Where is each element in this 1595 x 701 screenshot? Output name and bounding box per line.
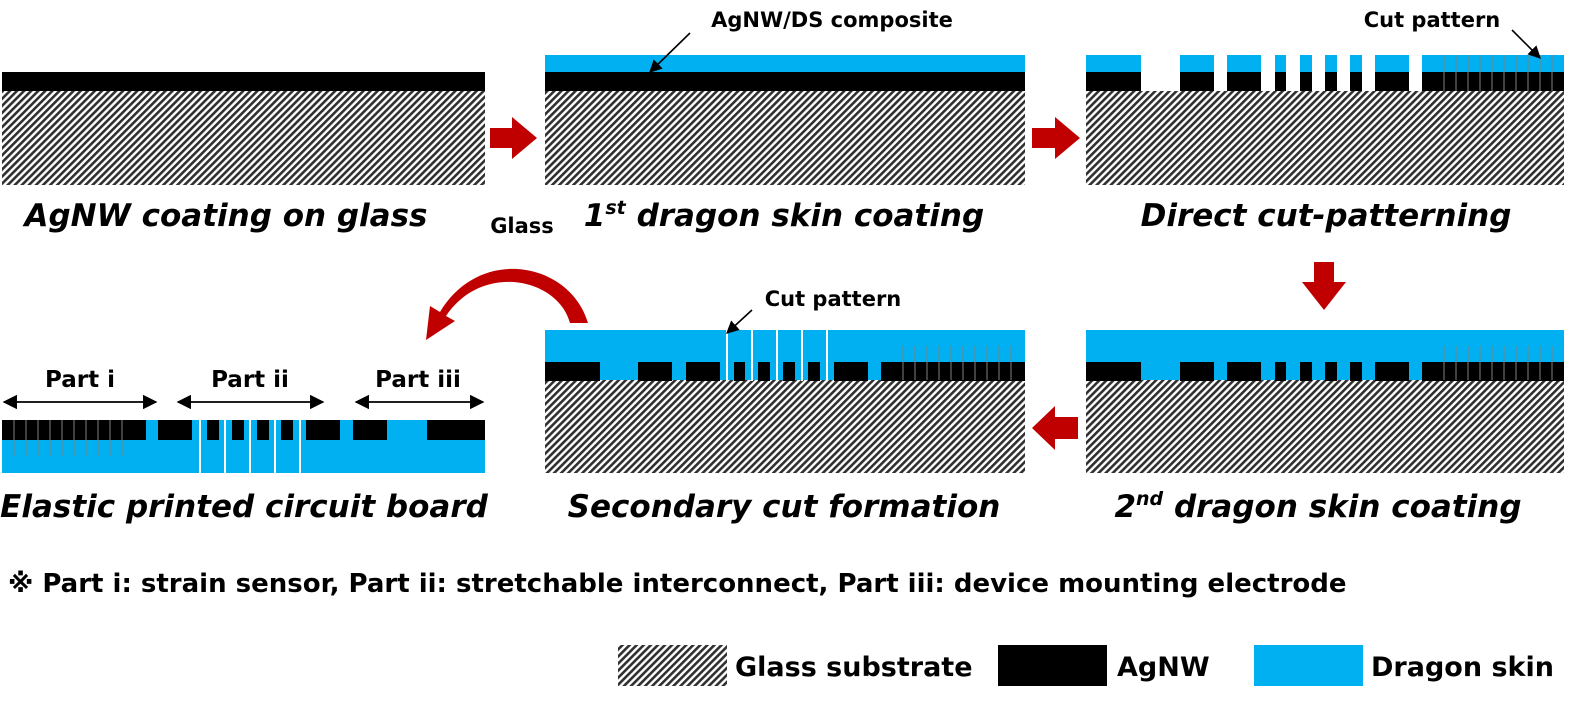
glass-substrate <box>1086 380 1564 473</box>
glass-substrate <box>545 380 1025 473</box>
legend-swatch-dragon-skin <box>1254 645 1363 686</box>
panel-caption: Elastic printed circuit board <box>0 489 488 525</box>
legend: Glass substrate AgNW Dragon skin <box>618 645 1554 686</box>
legend-swatch-agnw <box>998 645 1107 686</box>
fine-cut-lines <box>1443 55 1553 91</box>
glass-substrate <box>1086 91 1564 185</box>
secondary-cut-lines <box>199 420 301 473</box>
agnw-pattern <box>545 362 1025 381</box>
glass-substrate <box>545 91 1025 185</box>
callout-line <box>726 309 753 334</box>
panel-agnw-coating: AgNW coating on glass <box>2 72 485 234</box>
fine-cut-lines <box>902 346 1012 380</box>
agnw-layer <box>545 72 1025 91</box>
callout-label: Cut pattern <box>765 287 902 311</box>
panel-caption: AgNW coating on glass <box>22 198 428 234</box>
panel-direct-cut: Cut pattern Direct cut-patterning <box>1086 8 1564 234</box>
callout-label: Cut pattern <box>1364 8 1501 32</box>
process-arrow-left <box>1032 406 1078 450</box>
panel-elastic-pcb: Part i Part ii Part iii Elastic printed … <box>0 367 488 525</box>
panel-caption: Secondary cut formation <box>568 489 1001 525</box>
legend-label-dragon-skin: Dragon skin <box>1371 652 1554 683</box>
panel-caption: Direct cut-patterning <box>1141 198 1512 234</box>
callout-line <box>1511 29 1541 59</box>
process-arrow-right-1 <box>490 117 537 159</box>
secondary-cut-lines <box>726 330 828 381</box>
part-i-label: Part i <box>45 367 115 393</box>
part-ii-label: Part ii <box>211 367 289 393</box>
footnote: ※ Part i: strain sensor, Part ii: stretc… <box>8 569 1347 599</box>
panel-first-dragon-skin: AgNW/DS composite 1st dragon skin coatin… <box>545 8 1025 234</box>
legend-swatch-glass <box>618 645 727 686</box>
agnw-layer <box>2 72 485 91</box>
fine-cut-lines <box>13 420 123 456</box>
callout-line <box>649 32 691 73</box>
part-iii-label: Part iii <box>375 367 461 393</box>
panel-second-dragon-skin: 2nd dragon skin coating <box>1086 330 1564 525</box>
callout-label: AgNW/DS composite <box>711 8 953 32</box>
panel-caption: 1st dragon skin coating <box>584 197 984 234</box>
fine-cut-lines <box>1443 346 1553 380</box>
process-arrow-down <box>1302 262 1346 310</box>
panel-secondary-cut: Cut pattern Secondary cut formation <box>545 287 1025 525</box>
patterned-bilayer <box>1086 55 1564 91</box>
glass-label: Glass <box>490 214 554 238</box>
panel-caption: 2nd dragon skin coating <box>1114 488 1521 525</box>
glass-substrate <box>2 91 485 185</box>
dragon-skin-layer <box>545 55 1025 72</box>
legend-label-agnw: AgNW <box>1117 652 1210 683</box>
process-arrow-right-2 <box>1032 117 1080 159</box>
legend-label-glass: Glass substrate <box>735 652 973 683</box>
curved-process-arrow <box>426 268 588 340</box>
